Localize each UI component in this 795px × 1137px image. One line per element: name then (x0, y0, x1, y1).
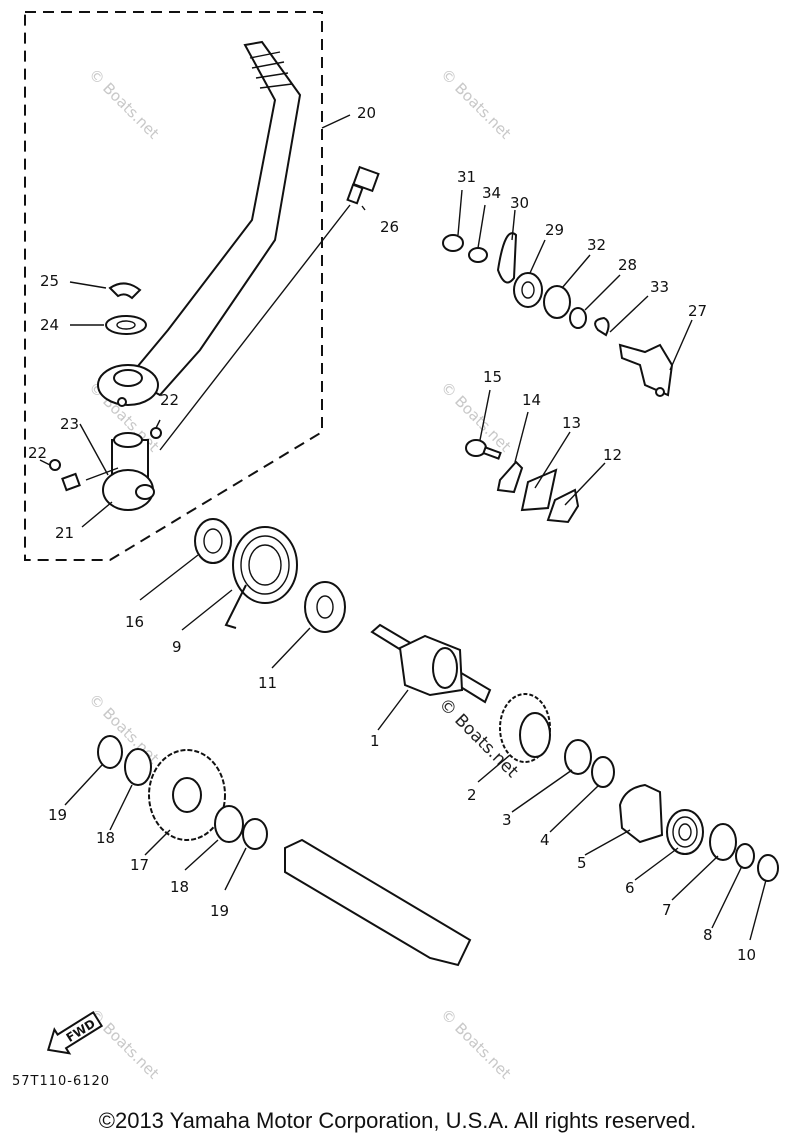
label-2: 2 (467, 786, 477, 804)
label-5: 5 (577, 854, 587, 872)
plate-13 (520, 468, 558, 512)
label-29: 29 (545, 221, 564, 239)
label-23: 23 (60, 415, 79, 433)
ball-22 (150, 427, 162, 439)
label-6: 6 (625, 879, 635, 897)
washer-3 (564, 739, 592, 775)
label-24: 24 (40, 316, 59, 334)
bolt-26 (159, 165, 380, 451)
watermark: © Boats.net (85, 690, 163, 768)
seal-16 (194, 518, 232, 564)
label-16: 16 (125, 613, 144, 631)
collar-11 (304, 581, 346, 633)
label-18: 18 (170, 878, 189, 896)
washer-34 (468, 247, 488, 263)
clip-19 (97, 735, 123, 769)
washer-18 (214, 805, 244, 843)
idler-gear-17 (148, 749, 226, 841)
kick-gear-2 (499, 693, 551, 763)
label-10: 10 (737, 946, 756, 964)
spring-23 (61, 472, 81, 492)
label-22: 22 (28, 444, 47, 462)
spring-6 (666, 809, 704, 855)
clip-8 (735, 843, 755, 869)
stopper-27 (618, 343, 674, 397)
label-22: 22 (160, 391, 179, 409)
leader-lines (39, 114, 767, 941)
assembly-boundary (24, 11, 323, 561)
label-3: 3 (502, 811, 512, 829)
stopper-assembly (442, 232, 674, 397)
label-12: 12 (603, 446, 622, 464)
washer-18 (124, 748, 152, 786)
label-7: 7 (662, 901, 672, 919)
label-11: 11 (258, 674, 277, 692)
label-28: 28 (618, 256, 637, 274)
washer-10 (757, 854, 779, 882)
label-30: 30 (510, 194, 529, 212)
label-14: 14 (522, 391, 541, 409)
idler-shaft (284, 838, 472, 967)
kick-shaft-1 (370, 623, 492, 704)
label-19: 19 (210, 902, 229, 920)
washer-32 (543, 285, 571, 319)
label-27: 27 (688, 302, 707, 320)
clip-25 (108, 282, 142, 300)
label-15: 15 (483, 368, 502, 386)
watermark: © Boats.net (437, 1005, 515, 1083)
clip-19 (242, 818, 268, 850)
label-25: 25 (40, 272, 59, 290)
plate-12 (546, 488, 580, 524)
part-labels: 20 25 24 22 23 22 21 26 31 34 30 29 32 2… (28, 104, 756, 964)
label-33: 33 (650, 278, 669, 296)
label-17: 17 (130, 856, 149, 874)
label-21: 21 (55, 524, 74, 542)
label-18: 18 (96, 829, 115, 847)
washer-24 (105, 315, 147, 335)
washer-7 (709, 823, 737, 861)
clip-28 (569, 307, 587, 329)
label-19: 19 (48, 806, 67, 824)
kick-boss-21 (102, 432, 155, 511)
ball-22 (49, 459, 61, 471)
nut-31 (442, 234, 464, 252)
fwd-arrow-icon: FWD (46, 1010, 104, 1055)
spring-33 (594, 316, 610, 337)
watermark: © Boats.net (437, 65, 515, 143)
copyright-notice: ©2013 Yamaha Motor Corporation, U.S.A. A… (98, 1108, 697, 1133)
plate-30 (496, 232, 518, 284)
plate-14 (496, 460, 524, 494)
watermark: © Boats.net (85, 65, 163, 143)
label-26: 26 (380, 218, 399, 236)
drawing-code: 57T110-6120 (12, 1074, 111, 1089)
label-1: 1 (370, 732, 380, 750)
label-13: 13 (562, 414, 581, 432)
guide-parts (465, 439, 580, 524)
label-8: 8 (703, 926, 713, 944)
label-31: 31 (457, 168, 476, 186)
ratchet-5 (618, 783, 664, 844)
label-34: 34 (482, 184, 501, 202)
label-20: 20 (357, 104, 376, 122)
watermarks: © Boats.net © Boats.net © Boats.net © Bo… (85, 65, 522, 1083)
torsion-spring-9 (224, 526, 298, 629)
label-32: 32 (587, 236, 606, 254)
kick-crank-lever (97, 40, 302, 407)
clip-4 (591, 756, 615, 788)
label-4: 4 (540, 831, 550, 849)
bearing-29 (513, 272, 543, 308)
label-9: 9 (172, 638, 182, 656)
